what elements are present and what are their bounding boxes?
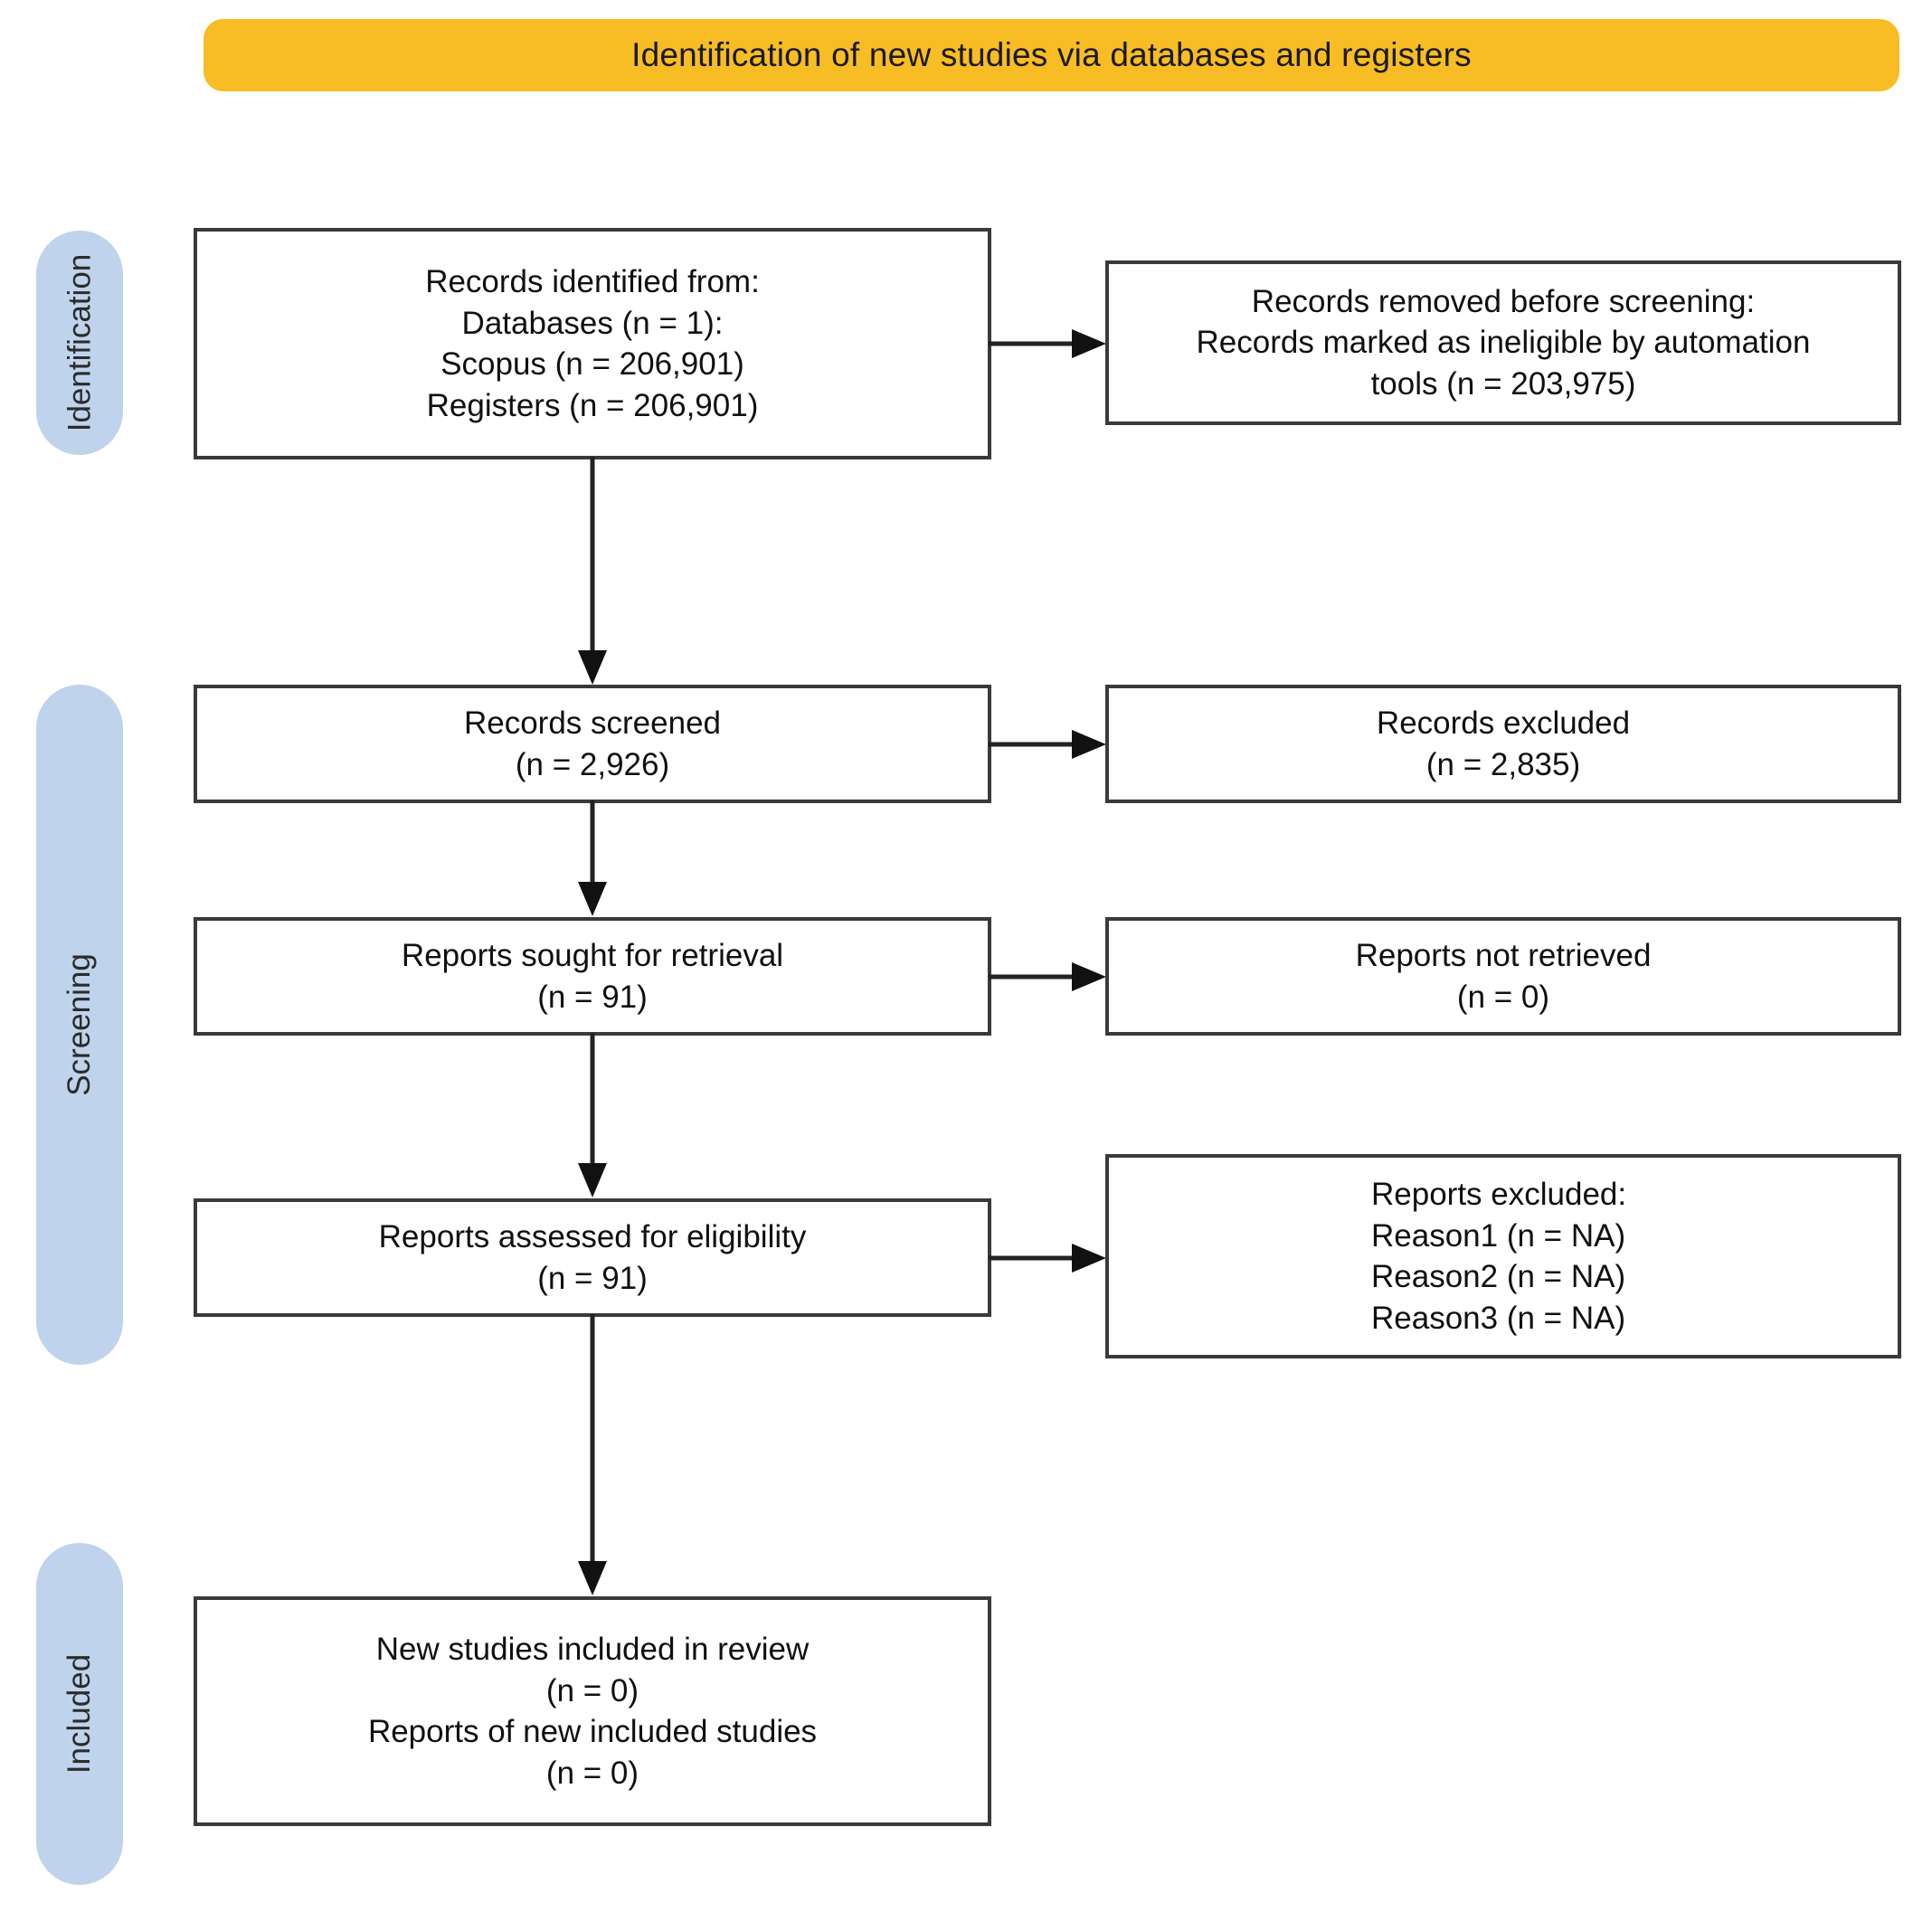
box-line: Reason2 (n = NA) <box>1371 1259 1626 1294</box>
arrow-identified-to-screened <box>570 457 615 686</box>
box-line: tools (n = 203,975) <box>1370 365 1636 402</box>
stage-label-screening: Screening <box>36 685 123 1365</box>
diagram-header-banner: Identification of new studies via databa… <box>204 19 1899 91</box>
stage-label-included-text: Included <box>62 1653 98 1775</box>
box-line: (n = 0) <box>545 1755 639 1791</box>
box-line: Records identified from: <box>425 264 760 299</box>
box-line: Scopus (n = 206,901) <box>440 346 744 382</box>
box-reports-assessed: Reports assessed for eligibility (n = 91… <box>194 1198 991 1317</box>
box-line: (n = 0) <box>1456 979 1550 1015</box>
arrow-sought-to-assessed <box>570 1033 615 1199</box>
box-line: Reports excluded: <box>1371 1177 1627 1212</box>
box-records-screened: Records screened (n = 2,926) <box>194 685 991 803</box>
box-line: (n = 0) <box>545 1672 639 1708</box>
box-line: Reports not retrieved <box>1355 938 1652 973</box>
box-line: Reports assessed for eligibility <box>378 1219 807 1254</box>
box-new-studies-included: New studies included in review (n = 0) R… <box>194 1596 991 1826</box>
box-line: Registers (n = 206,901) <box>426 387 759 423</box>
stage-label-identification-text: Identification <box>62 253 97 432</box>
box-line: (n = 91) <box>537 979 648 1015</box>
arrow-sought-to-not-retrieved <box>989 954 1108 999</box>
box-line: Reports sought for retrieval <box>401 938 784 973</box>
box-line: Records excluded <box>1376 705 1631 741</box>
box-reports-not-retrieved: Reports not retrieved (n = 0) <box>1105 917 1901 1036</box>
stage-label-screening-text: Screening <box>62 953 98 1096</box>
arrow-screened-to-records-excluded <box>989 722 1108 767</box>
box-line: Records marked as ineligible by automati… <box>1196 325 1811 361</box>
box-line: Records removed before screening: <box>1251 283 1756 319</box>
arrow-assessed-to-reports-excluded <box>989 1235 1108 1281</box>
page-title: Identification of new studies via databa… <box>631 36 1472 73</box>
arrow-identified-to-removed <box>989 321 1108 366</box>
box-line: New studies included in review <box>375 1632 810 1667</box>
box-reports-excluded: Reports excluded: Reason1 (n = NA) Reaso… <box>1105 1154 1901 1358</box>
box-line: Reason3 (n = NA) <box>1371 1300 1626 1336</box>
arrow-screened-to-sought <box>570 800 615 918</box>
box-line: Reason1 (n = NA) <box>1371 1217 1626 1254</box>
box-line: (n = 2,926) <box>515 746 670 782</box>
arrow-assessed-to-included <box>570 1314 615 1597</box>
box-records-excluded: Records excluded (n = 2,835) <box>1105 685 1901 803</box>
stage-label-included: Included <box>36 1543 123 1885</box>
box-line: Databases (n = 1): <box>461 305 724 341</box>
box-line: Records screened <box>463 705 722 741</box>
box-line: (n = 91) <box>537 1260 648 1296</box>
box-records-identified: Records identified from: Databases (n = … <box>194 228 991 459</box>
box-line: (n = 2,835) <box>1425 746 1581 782</box>
box-reports-sought: Reports sought for retrieval (n = 91) <box>194 917 991 1036</box>
box-records-removed: Records removed before screening: Record… <box>1105 260 1901 425</box>
box-line: Reports of new included studies <box>367 1714 818 1749</box>
stage-label-identification: Identification <box>36 231 123 455</box>
